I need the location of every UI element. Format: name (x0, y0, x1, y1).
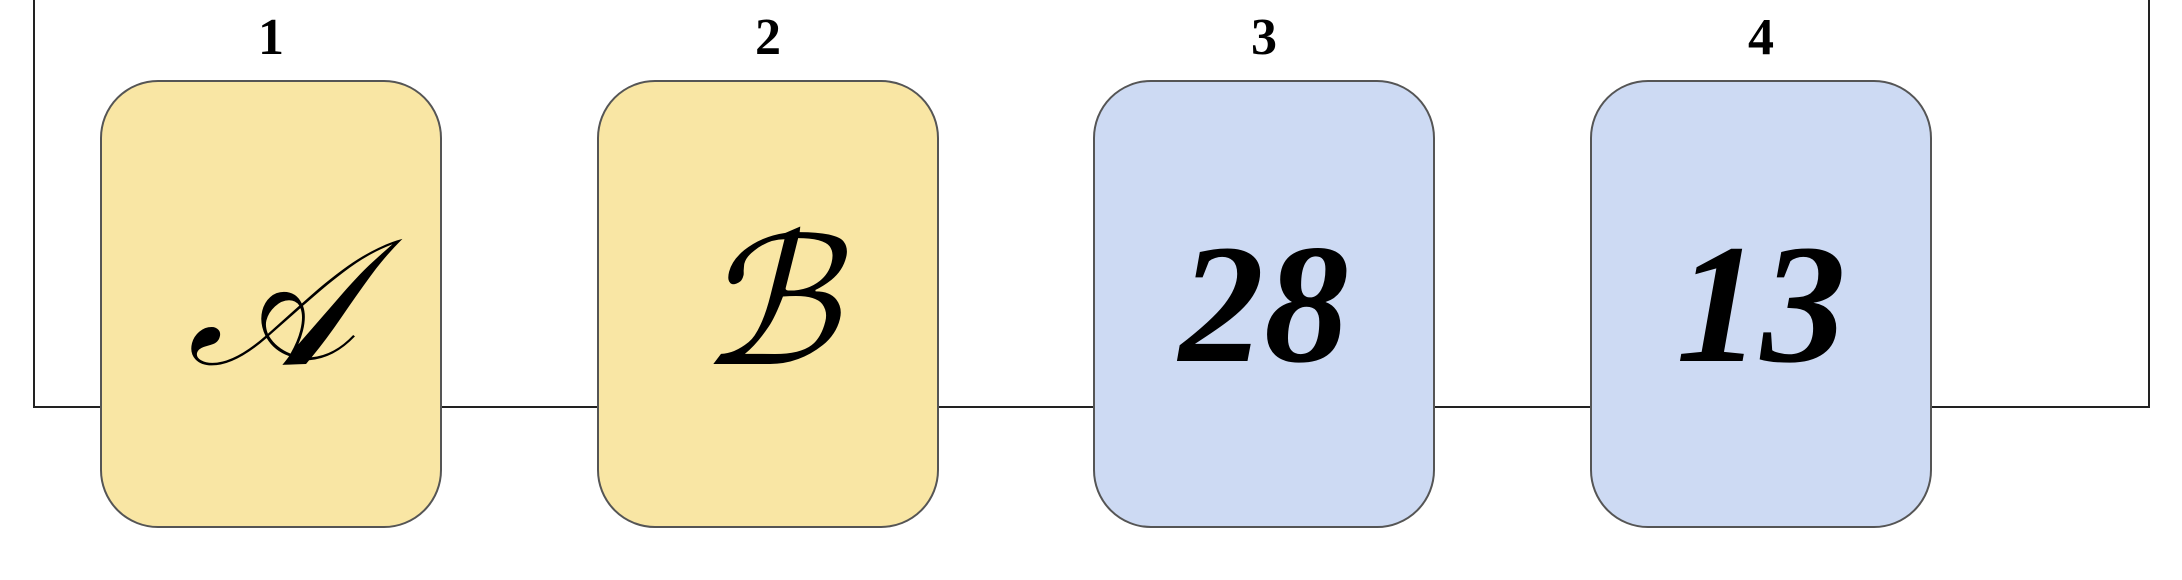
card-face-text: ℬ (698, 205, 838, 403)
card-slot-1: 1 𝒜 (100, 0, 442, 530)
card-position-label: 2 (755, 9, 781, 66)
card-slot-2: 2 ℬ (597, 0, 939, 530)
card-letter[interactable]: ℬ (597, 80, 939, 528)
card-letter[interactable]: 𝒜 (100, 80, 442, 528)
card-position-label: 1 (258, 9, 284, 66)
card-number[interactable]: 13 (1590, 80, 1932, 528)
card-slot-4: 4 13 (1590, 0, 1932, 530)
card-face-text: 𝒜 (186, 205, 356, 403)
card-slot-3: 3 28 (1093, 0, 1435, 530)
card-number[interactable]: 28 (1093, 80, 1435, 528)
card-face-text: 13 (1676, 210, 1846, 398)
card-face-text: 28 (1179, 210, 1349, 398)
card-position-label: 4 (1748, 9, 1774, 66)
card-position-label: 3 (1251, 9, 1277, 66)
